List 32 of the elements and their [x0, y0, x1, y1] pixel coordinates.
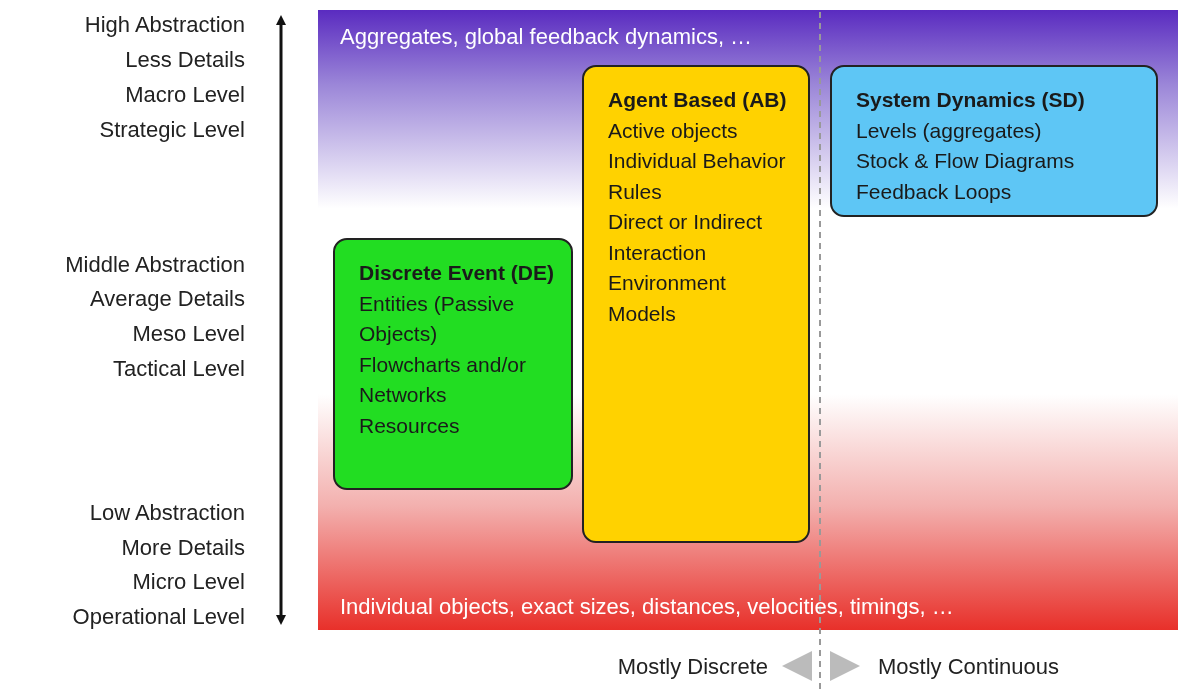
feature-text: Entities (Passive Objects): [359, 290, 516, 347]
axis-level-label: Low Abstraction: [89, 500, 245, 526]
axis-end-label: Mostly Continuous: [878, 654, 1059, 680]
axis-end-label: Mostly Discrete: [617, 654, 768, 680]
box-heading: Discrete Event (DE): [359, 260, 555, 286]
axis-level-label: Micro Level: [132, 569, 245, 595]
band-caption: Aggregates, global feedback dynamics, …: [340, 24, 753, 50]
feature-text: Environment Models: [608, 270, 727, 327]
feature-text: Feedback Loops: [856, 178, 1013, 205]
feature-text: Individual Behavior Rules: [608, 148, 787, 205]
axis-level-label: Tactical Level: [112, 356, 245, 382]
model-category-box: [333, 238, 573, 490]
axis-level-label: Middle Abstraction: [65, 252, 245, 278]
box-heading: Agent Based (AB): [608, 87, 788, 113]
model-category-box: [830, 65, 1158, 217]
feature-text: Active objects: [608, 117, 739, 144]
axis-level-label: Meso Level: [132, 321, 245, 347]
axis-level-label: High Abstraction: [84, 12, 245, 38]
model-category-box: [582, 65, 810, 543]
axis-level-label: Macro Level: [125, 82, 245, 108]
axis-level-label: Strategic Level: [99, 117, 245, 143]
band-caption: Individual objects, exact sizes, distances, velocities, timings, …: [340, 594, 954, 620]
feature-text: Resources: [359, 412, 461, 439]
axis-level-label: Average Details: [90, 286, 245, 312]
axis-level-label: Operational Level: [72, 604, 245, 630]
feature-text: Stock & Flow Diagrams: [856, 148, 1076, 174]
feature-text: Levels (aggregates): [856, 117, 1043, 144]
box-heading: System Dynamics (SD): [856, 87, 1086, 113]
feature-text: Direct or Indirect Interaction: [608, 209, 764, 266]
feature-text: Flowcharts and/or Networks: [359, 351, 527, 408]
axis-level-label: More Details: [121, 535, 245, 561]
axis-level-label: Less Details: [125, 47, 245, 73]
